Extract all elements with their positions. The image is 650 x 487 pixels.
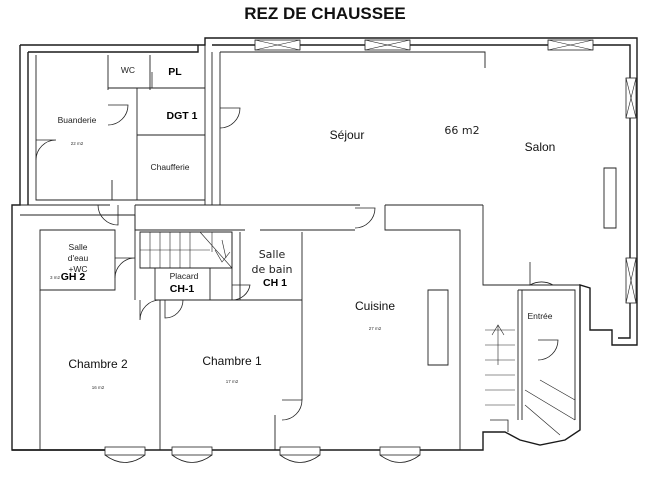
label-entree: Entrée <box>527 311 552 321</box>
area-chambre1: 17 m2 <box>226 379 239 384</box>
label-pl: PL <box>168 66 182 78</box>
interior-walls <box>12 45 617 450</box>
label-chambre2: Chambre 2 <box>68 357 128 371</box>
area-sejour: 66 m2 <box>444 124 479 137</box>
exterior-walls <box>11 37 638 451</box>
label-salle-eau-1: Salle <box>69 242 88 252</box>
label-placard: Placard <box>170 271 199 281</box>
area-buanderie: 22 m2 <box>71 141 84 146</box>
label-ch1-placard: CH-1 <box>170 283 195 295</box>
staircase <box>140 231 576 436</box>
plan-title: REZ DE CHAUSSEE <box>244 4 406 23</box>
label-salle-eau-3: +WC <box>68 264 87 274</box>
label-gh2: GH 2 <box>61 271 86 283</box>
label-sejour: Séjour <box>330 128 365 142</box>
doors <box>35 72 559 432</box>
label-chambre1: Chambre 1 <box>202 354 262 368</box>
label-cuisine: Cuisine <box>355 299 395 313</box>
label-salle-bain-2: de bain <box>252 263 293 276</box>
label-salle-bain-1: Salle <box>259 248 286 261</box>
label-salon: Salon <box>525 140 556 154</box>
label-wc: WC <box>121 65 135 75</box>
label-chaufferie: Chaufferie <box>150 162 189 172</box>
area-salle-eau: 3 m2 <box>50 275 61 280</box>
label-dgt1: DGT 1 <box>167 110 198 122</box>
label-ch1-short: CH 1 <box>263 277 287 289</box>
label-buanderie: Buanderie <box>58 115 97 125</box>
windows <box>104 39 637 463</box>
label-salle-eau-2: d'eau <box>68 253 89 263</box>
area-cuisine: 27 m2 <box>369 326 382 331</box>
area-chambre2: 16 m2 <box>92 385 105 390</box>
